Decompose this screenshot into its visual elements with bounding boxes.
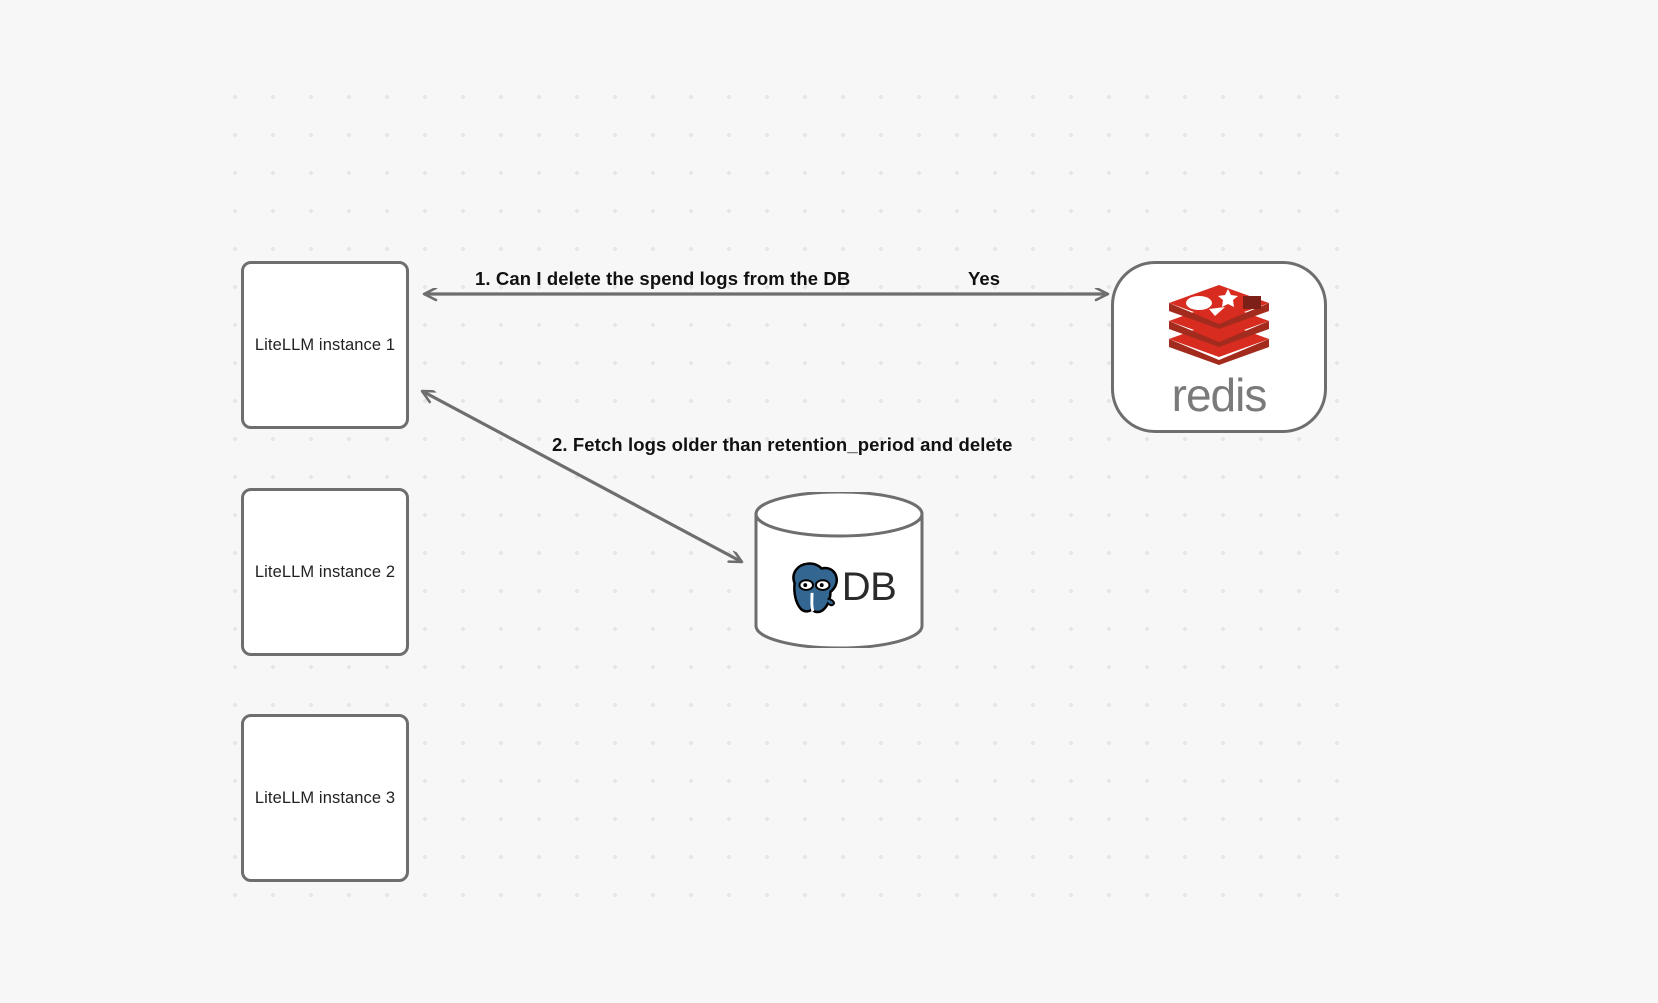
node-postgres-db[interactable]: DB <box>753 492 925 648</box>
edge-label-step-1: 1. Can I delete the spend logs from the … <box>475 268 851 289</box>
node-litellm-instance-1-label: LiteLLM instance 1 <box>254 335 396 354</box>
node-litellm-instance-3-label: LiteLLM instance 3 <box>254 788 396 807</box>
db-cylinder-shape <box>754 492 924 648</box>
edge-label-yes: Yes <box>968 268 1001 289</box>
edge-label-step-2: 2. Fetch logs older than retention_perio… <box>552 434 1013 455</box>
redis-logo-icon <box>1165 281 1273 370</box>
node-litellm-instance-2[interactable]: LiteLLM instance 2 <box>241 488 409 656</box>
redis-wordmark: redis <box>1171 368 1268 421</box>
node-redis[interactable]: redis <box>1111 261 1327 433</box>
db-label: DB <box>841 564 897 609</box>
node-litellm-instance-2-label: LiteLLM instance 2 <box>254 562 396 581</box>
node-litellm-instance-1[interactable]: LiteLLM instance 1 <box>241 261 409 429</box>
node-litellm-instance-3[interactable]: LiteLLM instance 3 <box>241 714 409 882</box>
edge-litellm1-db <box>422 389 742 564</box>
postgresql-elephant-icon <box>782 556 844 618</box>
